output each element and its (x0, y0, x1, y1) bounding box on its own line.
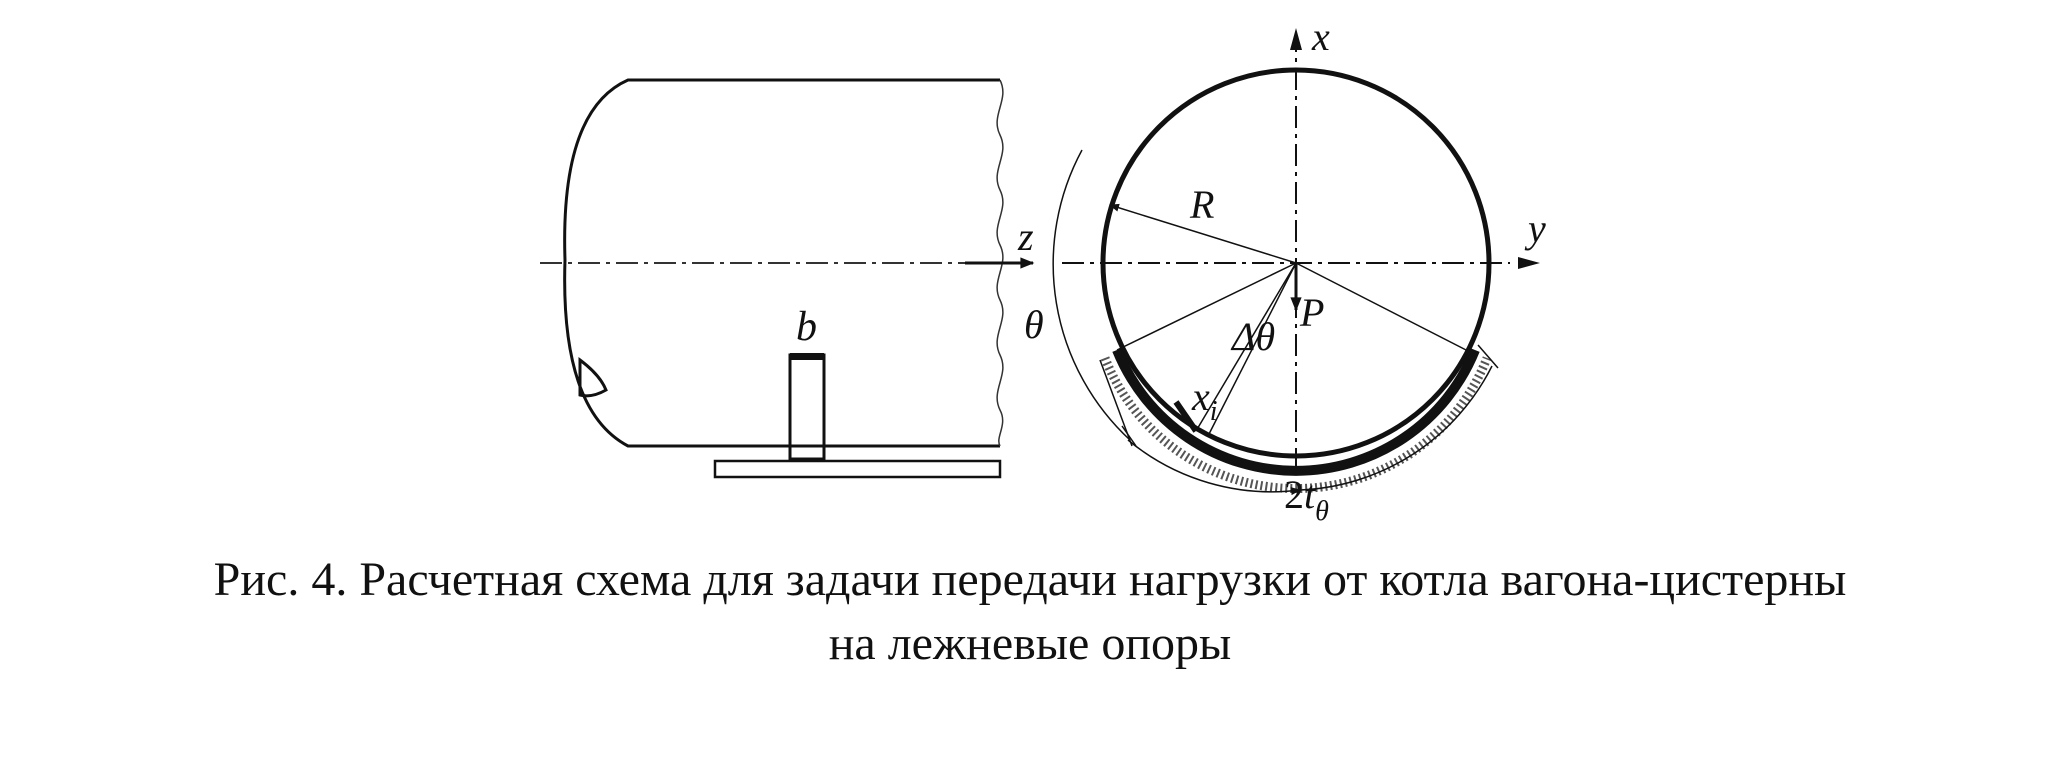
x-axis-arrowhead (1290, 28, 1302, 50)
arc-length-main: t (1304, 472, 1316, 517)
z-axis-label: z (1017, 214, 1034, 259)
element-label-main: x (1191, 374, 1210, 419)
support-post-cap (790, 353, 824, 360)
caption-line-2: на лежневые опоры (828, 617, 1232, 670)
arc-length-coef: 2 (1284, 472, 1304, 517)
y-axis-arrowhead (1518, 257, 1540, 269)
arc-length-sub: θ (1315, 496, 1329, 527)
element-line-a (1195, 262, 1297, 432)
arc-dimension-ext-left (1099, 359, 1133, 447)
x-axis-label: x (1311, 14, 1330, 59)
support-post (788, 353, 826, 461)
element-label-sub: i (1210, 396, 1218, 427)
tank-side-view (540, 78, 1035, 479)
element-label: xi (1191, 374, 1218, 427)
arc-dimension-ext-right (1477, 344, 1499, 369)
radius-label: R (1189, 182, 1214, 227)
tank-cross-section (1052, 28, 1540, 496)
element-xi-bar (1173, 400, 1199, 433)
arc-length-dimension-right (1299, 365, 1493, 491)
y-axis-label: y (1524, 206, 1546, 251)
figure-caption: Рис. 4. Расчетная схема для задачи перед… (0, 548, 2060, 676)
radius-line (1109, 203, 1297, 264)
contact-arc (1112, 348, 1480, 476)
delta-theta-label: Δθ (1230, 314, 1275, 359)
support-base-plate (713, 459, 1002, 479)
tank-load-diagram: x y z R P b θ Δθ xi 2tθ (540, 14, 1546, 527)
load-label: P (1299, 290, 1324, 335)
radial-line-right (1295, 262, 1471, 353)
tank-break-line (996, 79, 1004, 447)
tank-shell-outline (563, 78, 1000, 448)
support-width-label: b (796, 304, 817, 350)
theta-dimension-arc (1052, 149, 1131, 441)
shell-section-circle (1100, 67, 1492, 459)
radial-line-left (1116, 262, 1297, 351)
arc-length-label: 2tθ (1284, 472, 1329, 527)
caption-line-1: Рис. 4. Расчетная схема для задачи перед… (213, 553, 1847, 606)
arc-length-dimension (1127, 439, 1301, 496)
theta-label: θ (1024, 302, 1044, 347)
weld-mark (578, 356, 608, 398)
element-line-b (1207, 262, 1297, 437)
